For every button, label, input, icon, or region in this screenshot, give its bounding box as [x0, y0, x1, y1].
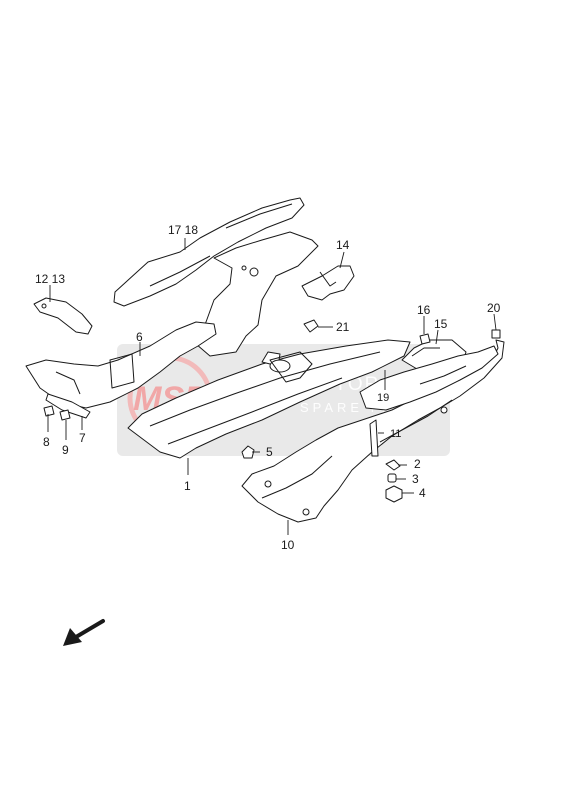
- callout-6: 6: [136, 330, 143, 344]
- callout-15: 15: [434, 317, 448, 331]
- part-bracket: [301, 265, 355, 301]
- callout-5: 5: [266, 445, 273, 459]
- callout-17-18: 17 18: [168, 223, 198, 237]
- part-small-cover: [33, 297, 93, 335]
- part-screw-21: [303, 319, 319, 333]
- part-strip: [45, 393, 91, 419]
- callout-20: 20: [487, 301, 501, 315]
- part-rear-frame: [359, 345, 499, 411]
- part-clip-16: [419, 333, 431, 345]
- callout-10: 10: [281, 538, 295, 552]
- part-fastener-2: [385, 459, 401, 471]
- callout-4: 4: [419, 486, 426, 500]
- part-fastener-4: [385, 485, 403, 503]
- part-side-cover-upper: [195, 231, 319, 357]
- part-clip-20: [491, 329, 501, 339]
- callout-9: 9: [62, 443, 69, 457]
- part-clip-8: [43, 405, 55, 417]
- part-fastener-3: [387, 473, 397, 483]
- callout-21: 21: [336, 320, 350, 334]
- part-nut-5: [241, 445, 255, 459]
- callout-11: 11: [390, 428, 401, 440]
- part-left-rail: [25, 321, 217, 409]
- callout-12-13: 12 13: [35, 272, 65, 286]
- part-bolt-11: [369, 419, 379, 457]
- callout-8: 8: [43, 435, 50, 449]
- callout-16: 16: [417, 303, 431, 317]
- callout-1: 1: [184, 479, 191, 493]
- part-side-trim-long: [113, 197, 305, 307]
- callout-3: 3: [412, 472, 419, 486]
- callout-2: 2: [414, 457, 421, 471]
- callout-7: 7: [79, 431, 86, 445]
- callouts: 1 2 3 4 5 6 7 8 9 10 11 12 13 14 15 16 1…: [35, 223, 501, 552]
- part-floor-board: [127, 339, 411, 459]
- callout-19: 19: [377, 392, 389, 404]
- part-clip-9: [59, 409, 71, 421]
- direction-arrow-icon: [63, 619, 105, 646]
- callout-14: 14: [336, 238, 350, 252]
- leader-lines: [47, 238, 497, 535]
